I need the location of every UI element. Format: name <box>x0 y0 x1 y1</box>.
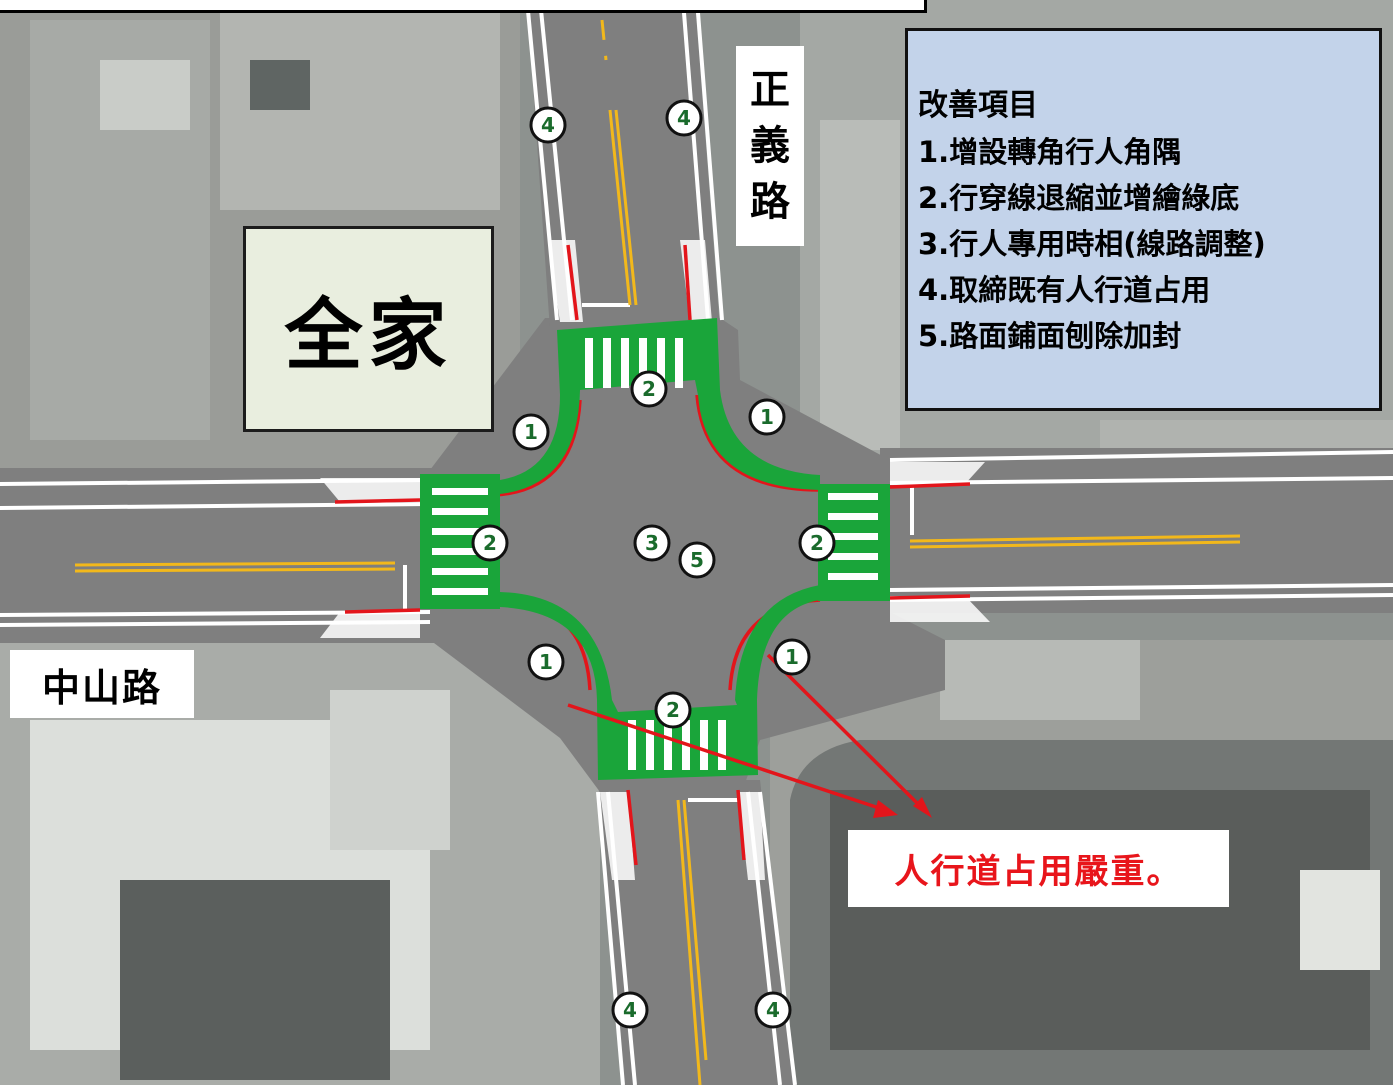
number-marker-label: 2 <box>810 531 824 555</box>
legend-item: 1.增設轉角行人角隅 <box>918 135 1182 169</box>
warning-arrows <box>567 653 932 818</box>
number-marker-label: 4 <box>766 998 780 1022</box>
number-marker: 2 <box>471 524 509 562</box>
number-marker: 4 <box>529 106 567 144</box>
legend-box: 改善項目 1.增設轉角行人角隅 2.行穿線退縮並增繪綠底 3.行人專用時相(線路… <box>905 28 1382 411</box>
number-marker-label: 1 <box>785 645 799 669</box>
number-marker-label: 1 <box>760 405 774 429</box>
number-marker: 1 <box>748 398 786 436</box>
number-markers: 4 4 2 1 1 2 3 5 2 1 1 2 4 4 <box>471 99 836 1029</box>
legend-item: 4.取締既有人行道占用 <box>918 273 1211 307</box>
hatched-zones <box>320 240 990 880</box>
number-marker: 4 <box>611 991 649 1029</box>
number-marker-label: 3 <box>645 531 659 555</box>
number-marker-label: 1 <box>524 420 538 444</box>
number-marker-label: 4 <box>541 113 555 137</box>
legend-title: 改善項目 <box>918 88 1038 123</box>
legend-item: 5.路面鋪面刨除加封 <box>918 319 1182 353</box>
number-marker: 4 <box>754 991 792 1029</box>
number-marker-label: 2 <box>666 698 680 722</box>
zebra-stripes <box>432 338 878 770</box>
number-marker-label: 4 <box>623 998 637 1022</box>
road-label-char: 義 <box>750 123 790 169</box>
number-marker-label: 1 <box>539 650 553 674</box>
number-marker: 1 <box>773 638 811 676</box>
number-marker: 4 <box>665 99 703 137</box>
number-marker-label: 5 <box>690 548 704 572</box>
number-marker: 2 <box>630 370 668 408</box>
number-marker: 5 <box>678 541 716 579</box>
road-label-zhengyi: 正 義 路 <box>736 46 804 246</box>
number-marker: 1 <box>512 413 550 451</box>
warning-label: 人行道占用嚴重。 <box>848 830 1229 907</box>
road-label-char: 正 <box>750 67 790 113</box>
number-marker-label: 2 <box>483 531 497 555</box>
legend-item: 3.行人專用時相(線路調整) <box>918 227 1266 261</box>
number-marker-label: 4 <box>677 106 691 130</box>
number-marker: 2 <box>798 524 836 562</box>
number-marker: 1 <box>527 643 565 681</box>
number-marker: 3 <box>633 524 671 562</box>
road-label-zhongshan: 中山路 <box>10 650 194 718</box>
store-sign: 全家 <box>243 226 494 432</box>
number-marker: 2 <box>654 691 692 729</box>
top-banner <box>0 0 927 13</box>
yellow-center-lines <box>74 19 1241 1085</box>
road-label-char: 路 <box>750 179 790 225</box>
legend-item: 2.行穿線退縮並增繪綠底 <box>918 181 1240 215</box>
number-marker-label: 2 <box>642 377 656 401</box>
